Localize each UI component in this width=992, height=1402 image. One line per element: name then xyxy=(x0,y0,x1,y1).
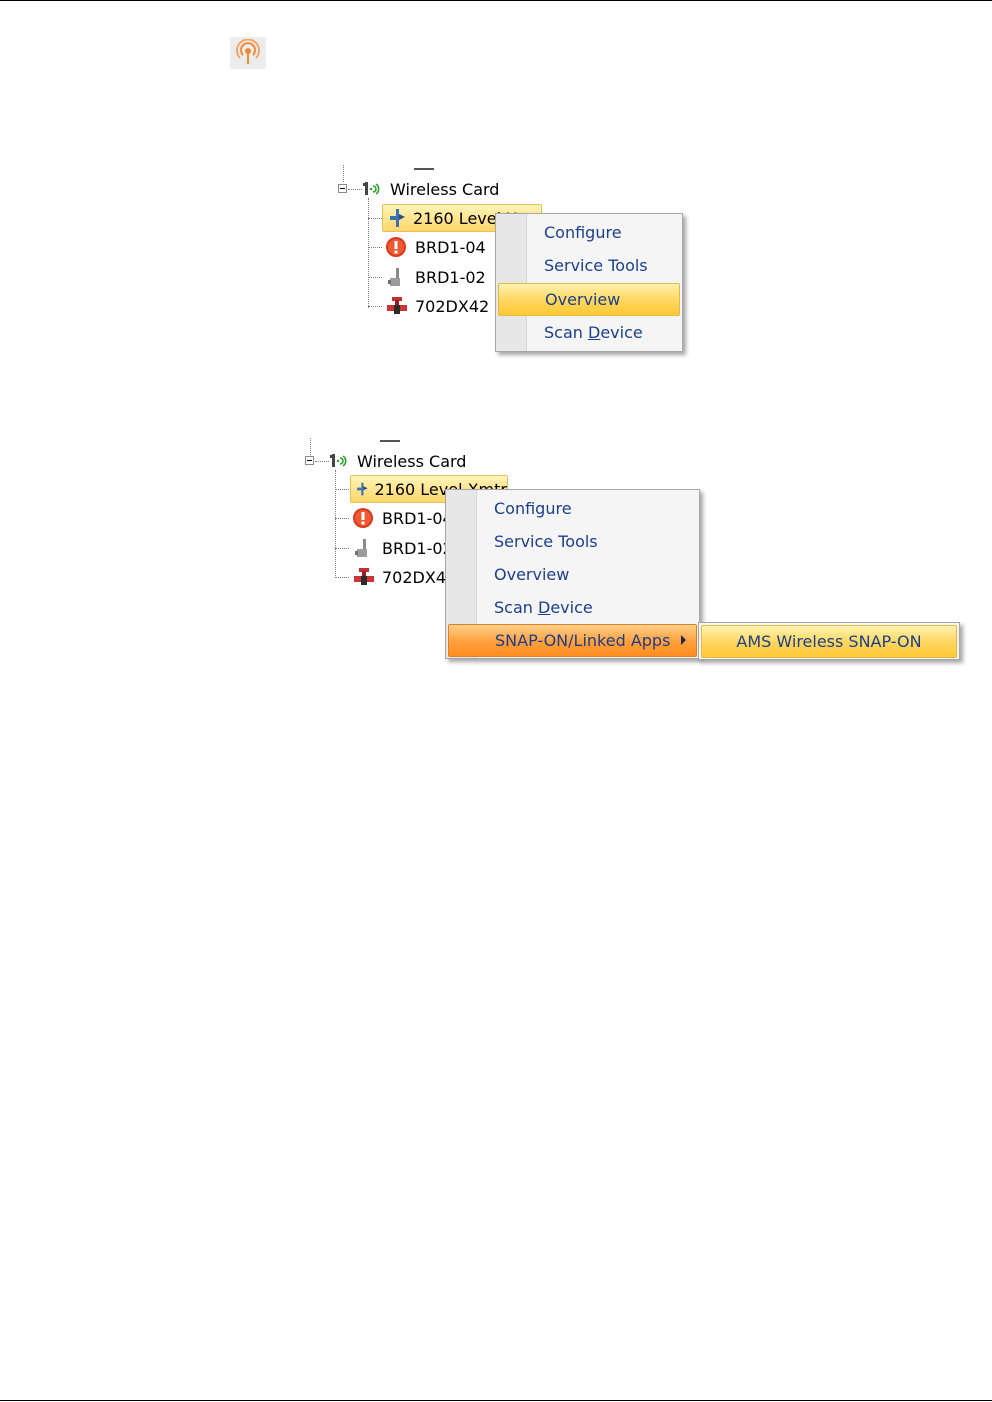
wireless-broadcast-icon xyxy=(230,37,266,69)
menu-item-scan-device[interactable]: Scan Device xyxy=(446,592,699,623)
menu-item-label: Service Tools xyxy=(494,532,598,551)
menu-item-label: Scan Device xyxy=(544,323,643,342)
tree-connector xyxy=(335,548,349,549)
tree-node-label: Wireless Card xyxy=(357,451,467,471)
label-part: evice xyxy=(600,323,643,342)
menu-item-ams-wireless-snap-on[interactable]: AMS Wireless SNAP-ON xyxy=(701,625,957,658)
tree-connector xyxy=(368,218,382,219)
tree-connector xyxy=(315,461,329,462)
tree-node-label: 2160 Level X xyxy=(413,208,518,228)
tree-node-label: BRD1-04 xyxy=(415,237,486,257)
tree-node-brd1-04[interactable]: BRD1-04 xyxy=(385,234,486,260)
valve-device-icon xyxy=(354,568,374,585)
top-rule xyxy=(0,0,992,1)
valve-device-icon xyxy=(387,297,407,314)
menu-gutter xyxy=(496,214,527,351)
menu-item-overview[interactable]: Overview xyxy=(498,283,680,316)
submenu-linked-apps: AMS Wireless SNAP-ON xyxy=(698,622,960,660)
menu-item-configure[interactable]: Configure xyxy=(496,217,682,248)
tree-connector xyxy=(368,198,369,308)
level-transmitter-icon xyxy=(390,209,405,227)
menu-item-service-tools[interactable]: Service Tools xyxy=(446,526,699,557)
tree-connector xyxy=(368,306,382,307)
label-part: evice xyxy=(550,598,593,617)
tree-node-wireless-card[interactable]: Wireless Card xyxy=(362,176,499,202)
transmitter-device-icon xyxy=(355,539,367,557)
tree-node-702dx42[interactable]: 702DX42 xyxy=(352,564,456,590)
tree-connector xyxy=(380,440,400,442)
tree-connector xyxy=(335,518,349,519)
level-transmitter-icon xyxy=(357,482,368,496)
transmitter-device-icon xyxy=(388,268,400,286)
menu-item-service-tools[interactable]: Service Tools xyxy=(496,250,682,281)
menu-item-label: Service Tools xyxy=(544,256,648,275)
tree-node-label: BRD1-02 xyxy=(382,538,453,558)
menu-item-overview[interactable]: Overview xyxy=(446,559,699,590)
tree-node-label: 702DX42 xyxy=(382,567,457,587)
tree-node-brd1-04[interactable]: BRD1-04 xyxy=(352,505,453,531)
tree-node-label: Wireless Card xyxy=(390,179,500,199)
context-menu-2: Configure Service Tools Overview Scan De… xyxy=(445,489,700,659)
tree-node-brd1-02[interactable]: BRD1-02 xyxy=(352,535,453,561)
menu-item-snap-on-linked-apps[interactable]: SNAP-ON/Linked Apps xyxy=(448,624,697,657)
tree-node-label: BRD1-04 xyxy=(382,508,453,528)
access-key: D xyxy=(537,598,551,617)
submenu-arrow-icon xyxy=(681,635,686,645)
tree-connector xyxy=(335,470,336,578)
access-key: D xyxy=(587,323,601,342)
tree-connector xyxy=(368,277,382,278)
menu-item-scan-device[interactable]: Scan Device xyxy=(496,317,682,348)
menu-item-label: Overview xyxy=(545,290,621,309)
menu-item-label: SNAP-ON/Linked Apps xyxy=(495,631,671,650)
menu-item-label: Scan Device xyxy=(494,598,593,617)
tree-node-label: BRD1-02 xyxy=(415,267,486,287)
wireless-card-icon xyxy=(330,454,347,467)
menu-item-label: Configure xyxy=(494,499,572,518)
tree-connector xyxy=(335,489,349,490)
tree-connector xyxy=(348,189,362,190)
alert-icon xyxy=(386,237,406,257)
label-part: Scan xyxy=(544,323,588,342)
collapse-icon[interactable] xyxy=(338,184,347,193)
tree-connector xyxy=(343,165,344,182)
tree-node-label: 702DX42 S xyxy=(415,296,505,316)
bottom-rule xyxy=(0,1400,992,1401)
context-menu-1: Configure Service Tools Overview Scan De… xyxy=(495,213,683,352)
alert-icon xyxy=(353,508,373,528)
tree-node-brd1-02[interactable]: BRD1-02 xyxy=(385,264,486,290)
menu-item-label: AMS Wireless SNAP-ON xyxy=(736,632,922,651)
menu-item-label: Configure xyxy=(544,223,622,242)
tree-node-wireless-card[interactable]: Wireless Card xyxy=(329,448,466,474)
menu-item-label: Overview xyxy=(494,565,570,584)
menu-item-configure[interactable]: Configure xyxy=(446,493,699,524)
tree-connector xyxy=(368,247,382,248)
tree-connector xyxy=(414,168,434,170)
tree-connector xyxy=(310,438,311,455)
collapse-icon[interactable] xyxy=(305,456,314,465)
wireless-card-icon xyxy=(363,182,380,195)
label-part: Scan xyxy=(494,598,538,617)
tree-node-702dx42[interactable]: 702DX42 S xyxy=(385,293,504,319)
tree-connector xyxy=(335,577,349,578)
